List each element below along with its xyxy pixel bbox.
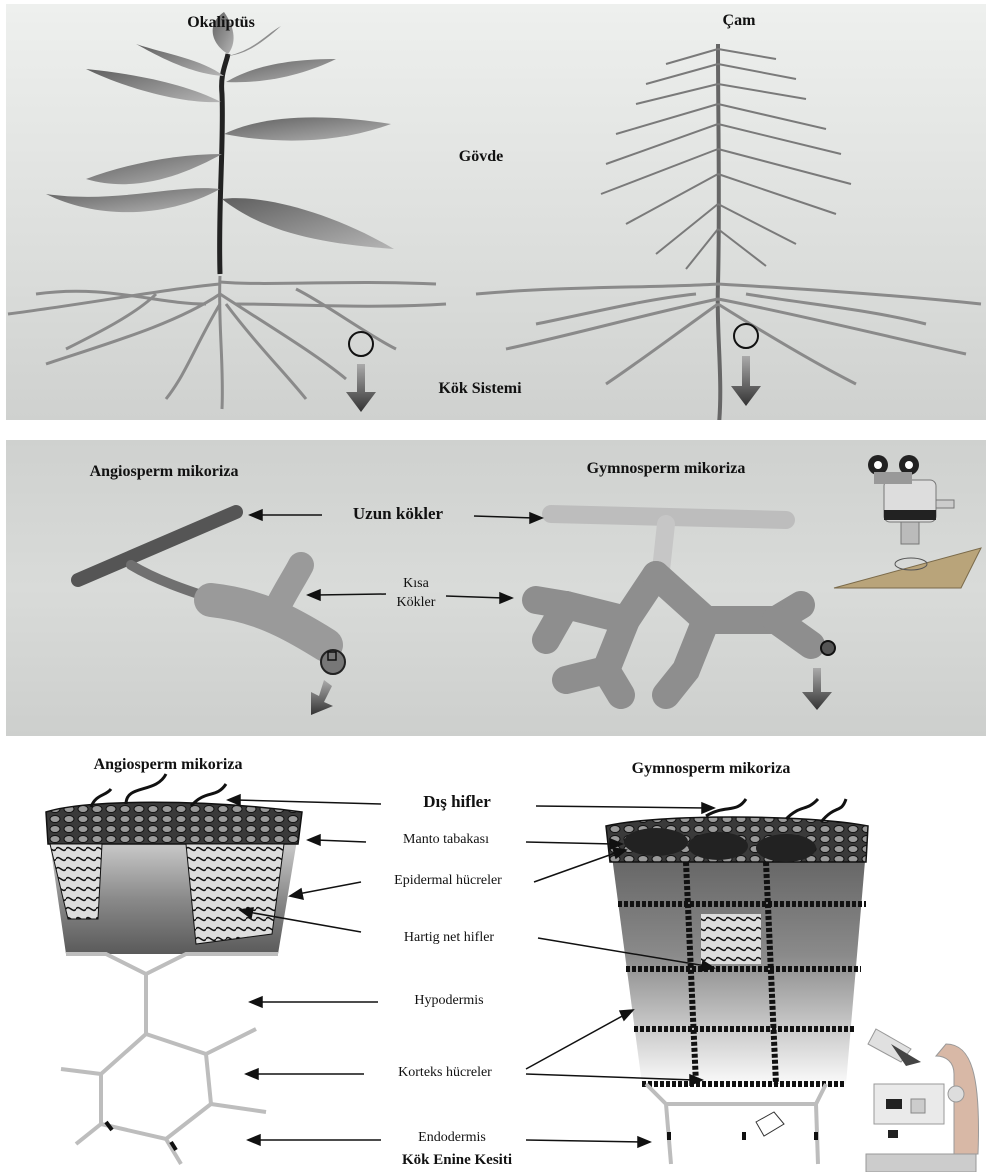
- cross-section-caption: Kök Enine Kesiti: [402, 1152, 512, 1169]
- short-roots-label-2: Kökler: [397, 595, 436, 611]
- stem-label: Gövde: [459, 148, 503, 166]
- gymnosperm-cross-section: [606, 799, 868, 1164]
- pine-title: Çam: [723, 12, 756, 30]
- endodermis-label: Endodermis: [418, 1130, 486, 1146]
- cortex-cells-label: Korteks hücreler: [398, 1065, 492, 1081]
- plants-panel: Okaliptüs Çam Gövde Kök Sistemi: [6, 4, 986, 420]
- gymnosperm-roots: [536, 514, 835, 710]
- angiosperm-title-mid: Angiosperm mikoriza: [90, 463, 239, 481]
- hartig-net-label: Hartig net hifler: [404, 930, 494, 946]
- eucalyptus-title: Okaliptüs: [187, 14, 255, 32]
- angiosperm-title-bottom: Angiosperm mikoriza: [94, 756, 243, 774]
- angiosperm-roots: [78, 512, 345, 715]
- mantle-layer-label: Manto tabakası: [403, 832, 489, 848]
- long-roots-label: Uzun kökler: [353, 504, 443, 524]
- hypodermis-label: Hypodermis: [414, 993, 483, 1009]
- eucalyptus-plant: [8, 12, 446, 412]
- angiosperm-cross-section: [46, 774, 302, 1164]
- gymnosperm-title-bottom: Gymnosperm mikoriza: [632, 760, 791, 778]
- pine-plant: [476, 44, 981, 420]
- stereo-microscope-icon: [834, 455, 981, 588]
- mycorrhiza-roots-panel: Angiosperm mikoriza Gymnosperm mikoriza …: [6, 440, 986, 736]
- epidermal-cells-label: Epidermal hücreler: [394, 873, 502, 889]
- compound-microscope-icon: [866, 1029, 979, 1172]
- gymnosperm-title-mid: Gymnosperm mikoriza: [587, 460, 746, 478]
- roots-illustration: [6, 440, 986, 736]
- root-system-label: Kök Sistemi: [438, 380, 521, 398]
- cross-section-illustration: [6, 744, 986, 1172]
- root-cross-section-panel: Angiosperm mikoriza Gymnosperm mikoriza …: [6, 744, 986, 1172]
- short-roots-label-1: Kısa: [403, 576, 429, 592]
- plants-illustration: [6, 4, 986, 420]
- outer-hyphae-label: Dış hifler: [423, 792, 491, 812]
